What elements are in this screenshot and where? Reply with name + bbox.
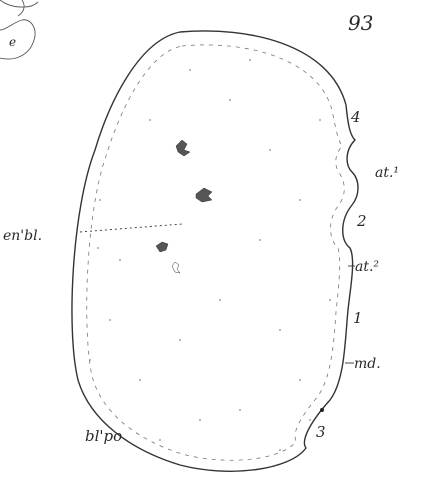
stippling-dots	[89, 59, 331, 451]
cell-clusters	[156, 140, 212, 273]
label-blpo: bl'po	[85, 427, 122, 445]
label-enbl: en'bl.	[3, 228, 42, 244]
adjacent-figure-fragment	[0, 0, 38, 59]
label-4: 4	[350, 108, 361, 126]
label-at2: at.²	[355, 259, 379, 275]
label-md: md.	[354, 356, 381, 372]
embryo-outline	[72, 31, 358, 471]
label-1: 1	[353, 309, 363, 327]
label-3: 3	[316, 423, 326, 441]
figure-number: 93	[348, 11, 373, 35]
marker-dot	[320, 408, 324, 412]
enbl-pointer-line	[80, 224, 182, 232]
inner-membrane-line	[87, 45, 345, 460]
label-2: 2	[356, 212, 367, 230]
label-at1: at.¹	[375, 165, 399, 181]
adjacent-label-e: e	[9, 35, 16, 49]
